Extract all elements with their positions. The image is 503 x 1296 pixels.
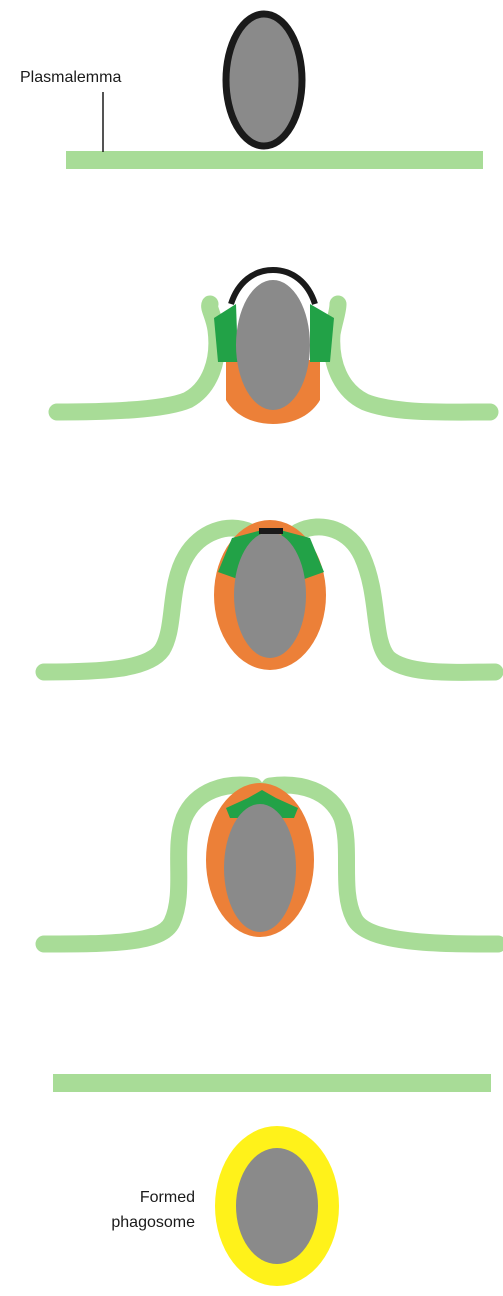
particle [236, 280, 310, 410]
particle [236, 1148, 318, 1264]
particle [234, 532, 306, 658]
stage-1-binding: Plasmalemma [20, 14, 483, 160]
stage-2-extension [57, 270, 490, 424]
stage-5-phagosome: Formed phagosome [53, 1083, 491, 1286]
stage-3-advance [44, 520, 495, 672]
particle [224, 804, 296, 932]
formed-phagosome-label-line1: Formed [140, 1189, 195, 1206]
plasmalemma-label: Plasmalemma [20, 69, 121, 86]
particle [226, 14, 302, 146]
stage-4-fusion [44, 783, 498, 944]
formed-phagosome-label-line2: phagosome [111, 1214, 195, 1231]
